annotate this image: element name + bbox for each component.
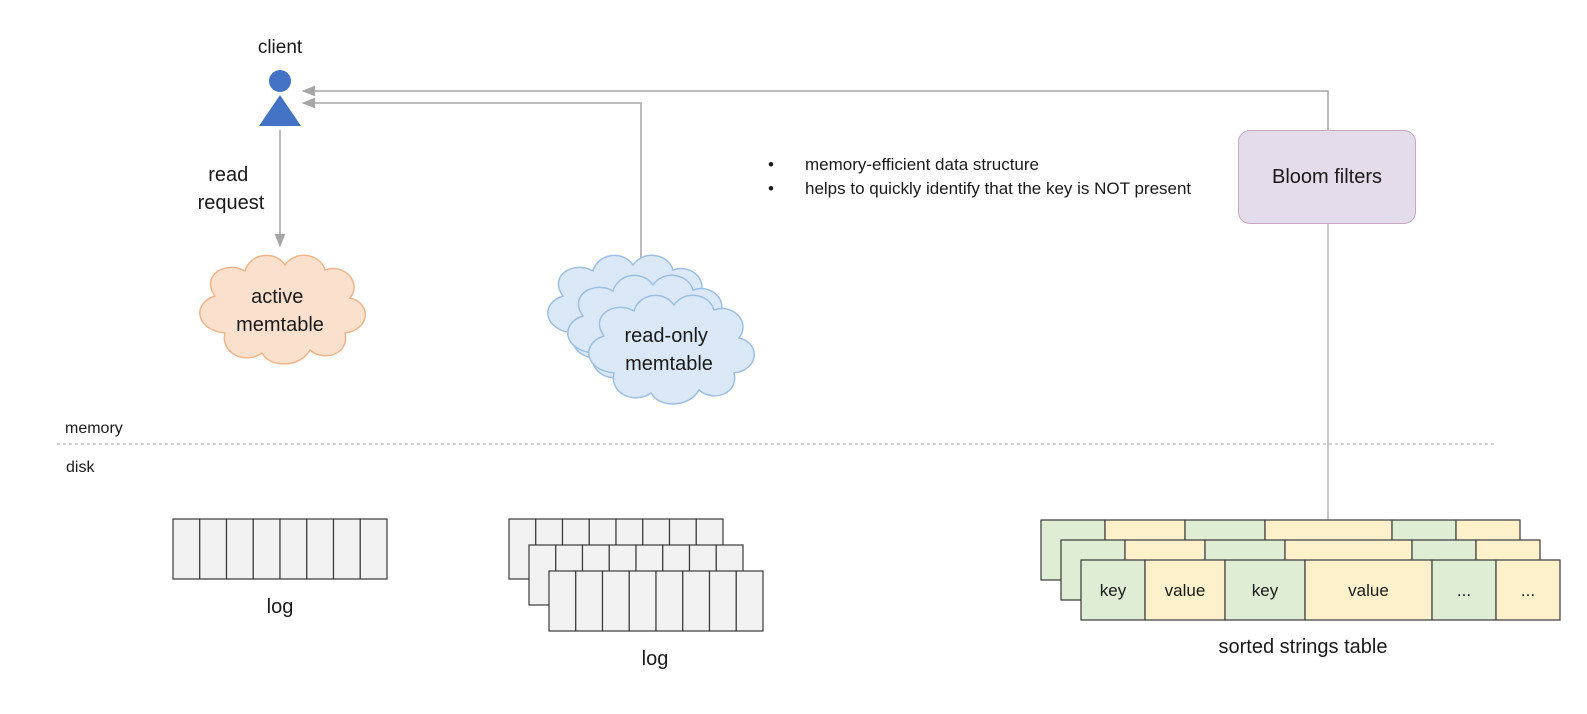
log-cell (199, 518, 228, 580)
bloom-notes: memory-efficient data structure helps to… (768, 153, 1191, 201)
log-cell (735, 570, 764, 632)
sstable-key-cell (1431, 559, 1497, 621)
log-cell (575, 570, 604, 632)
log-active (172, 518, 388, 580)
log-cell (628, 570, 657, 632)
log-cell (708, 570, 737, 632)
bloom-note: memory-efficient data structure (768, 153, 1191, 177)
sstable-cell-text: ... (1457, 581, 1471, 600)
sstable-label: sorted strings table (1219, 636, 1388, 658)
return-arrow-readonly (301, 97, 642, 262)
bloom-filters-box: Bloom filters (1238, 130, 1416, 224)
active-memtable-label: active memtable (236, 286, 324, 336)
memory-region-label: memory (65, 420, 123, 437)
sstable-cell-text: ... (1521, 581, 1535, 600)
sstable-value-cell (1144, 559, 1226, 621)
sstable-key-cell (1080, 559, 1146, 621)
sstable-key-cell (1224, 559, 1306, 621)
sstable-stack: key value key value...... (1040, 519, 1561, 621)
sstable-cell-text: value (1165, 581, 1206, 600)
disk-region-label: disk (66, 459, 95, 476)
log-cell (172, 518, 201, 580)
sstable-cell-text: value (1348, 581, 1389, 600)
log-cell (279, 518, 308, 580)
sstable-cell-text: key (1100, 581, 1127, 600)
log-cell (359, 518, 388, 580)
readonly-memtable-label: read-only memtable (625, 325, 714, 375)
log-active-label: log (267, 596, 294, 618)
log-cell (332, 518, 361, 580)
log-readonly-stack (508, 518, 764, 632)
log-cell (306, 518, 335, 580)
log-cell (225, 518, 254, 580)
log-cell (548, 570, 577, 632)
client-icon (259, 70, 301, 126)
return-arrow-bloom (301, 85, 1329, 130)
log-cell (601, 570, 630, 632)
log-readonly-label: log (642, 648, 669, 670)
log-cell (252, 518, 281, 580)
log-cell (682, 570, 711, 632)
bloom-note: helps to quickly identify that the key i… (768, 177, 1191, 201)
read-request-label: read request (198, 164, 265, 214)
sstable-value-cell (1495, 559, 1561, 621)
sstable-value-cell (1304, 559, 1433, 621)
bloom-filters-label: Bloom filters (1271, 165, 1383, 188)
active-memtable-cloud (199, 254, 366, 365)
client-label: client (258, 37, 303, 58)
log-cell (655, 570, 684, 632)
sstable-cell-text: key (1252, 581, 1279, 600)
